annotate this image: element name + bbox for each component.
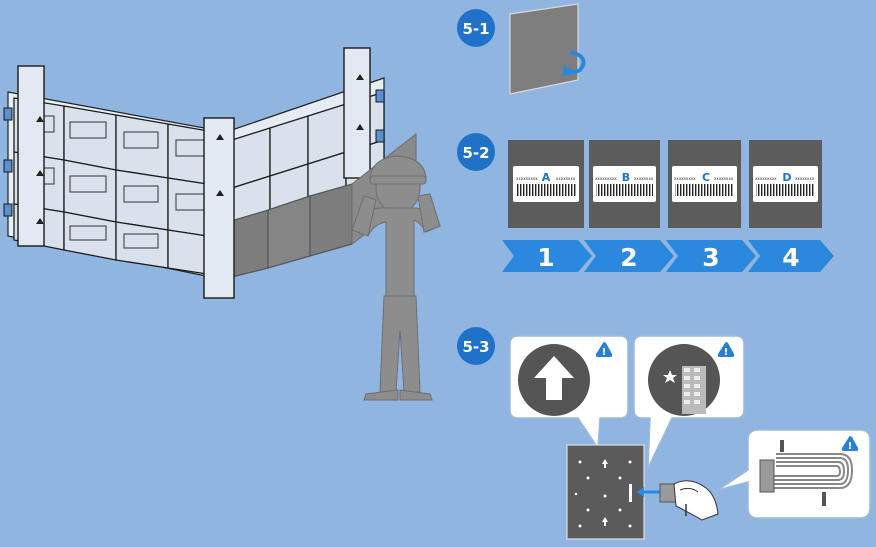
barcode <box>756 184 815 196</box>
step-label: 5-1 <box>462 20 489 38</box>
connector-pins <box>682 366 706 414</box>
label-code: xxxxxxxxx <box>674 176 696 181</box>
svg-text:!: ! <box>602 347 607 358</box>
label-card-B: xxxxxxxxx B xxxxxxxx <box>589 140 660 228</box>
callout-up-arrow: ! <box>509 335 629 451</box>
label-code-2: xxxxxxxx <box>795 176 815 181</box>
label-card-D: xxxxxxxxx D xxxxxxxx <box>749 140 822 228</box>
sequence-number: 2 <box>620 243 637 272</box>
step-badge-5-3: 5-3 <box>457 327 495 365</box>
label-code: xxxxxxxxx <box>595 176 617 181</box>
barcode <box>675 184 734 196</box>
label-code-2: xxxxxxxx <box>556 176 576 181</box>
module-back-panel <box>566 444 668 540</box>
label-code: xxxxxxxxx <box>755 176 777 181</box>
ribbon-cable <box>770 453 854 489</box>
rotate-arrow-icon <box>562 50 586 76</box>
label-card-A: xxxxxxxxx A xxxxxxxx <box>508 140 584 228</box>
sequence-number: 4 <box>782 243 799 272</box>
label-letter: A <box>542 171 551 184</box>
label-code: xxxxxxxxx <box>516 176 538 181</box>
warning-icon: ! <box>595 342 613 358</box>
sequence-number: 3 <box>702 243 719 272</box>
up-arrow-icon <box>534 356 574 400</box>
led-wall-assembly <box>3 47 385 299</box>
step-label: 5-3 <box>462 338 489 356</box>
step-badge-5-1: 5-1 <box>457 9 495 47</box>
warning-icon: ! <box>717 342 735 358</box>
module-panel-5-1 <box>509 3 586 95</box>
callout-ribbon-cable: ! <box>717 429 871 519</box>
svg-text:!: ! <box>848 441 853 452</box>
callout-star-connector: ! <box>633 335 745 469</box>
label-code-2: xxxxxxxx <box>634 176 654 181</box>
sequence-number: 1 <box>537 243 554 272</box>
label-card-C: xxxxxxxxx C xxxxxxxx <box>668 140 741 228</box>
label-letter: C <box>702 171 710 184</box>
hand-with-cable <box>659 480 719 521</box>
barcode <box>596 184 653 196</box>
sequence-chevrons: 1 2 3 4 <box>502 240 834 272</box>
label-code-2: xxxxxxxx <box>714 176 734 181</box>
step-label: 5-2 <box>462 144 489 162</box>
warning-icon: ! <box>841 436 859 452</box>
label-letter: D <box>782 171 791 184</box>
barcode <box>516 184 576 196</box>
worker-figure <box>351 155 441 401</box>
svg-text:!: ! <box>724 347 729 358</box>
label-letter: B <box>622 171 630 184</box>
step-badge-5-2: 5-2 <box>457 133 495 171</box>
star-icon <box>663 370 677 383</box>
